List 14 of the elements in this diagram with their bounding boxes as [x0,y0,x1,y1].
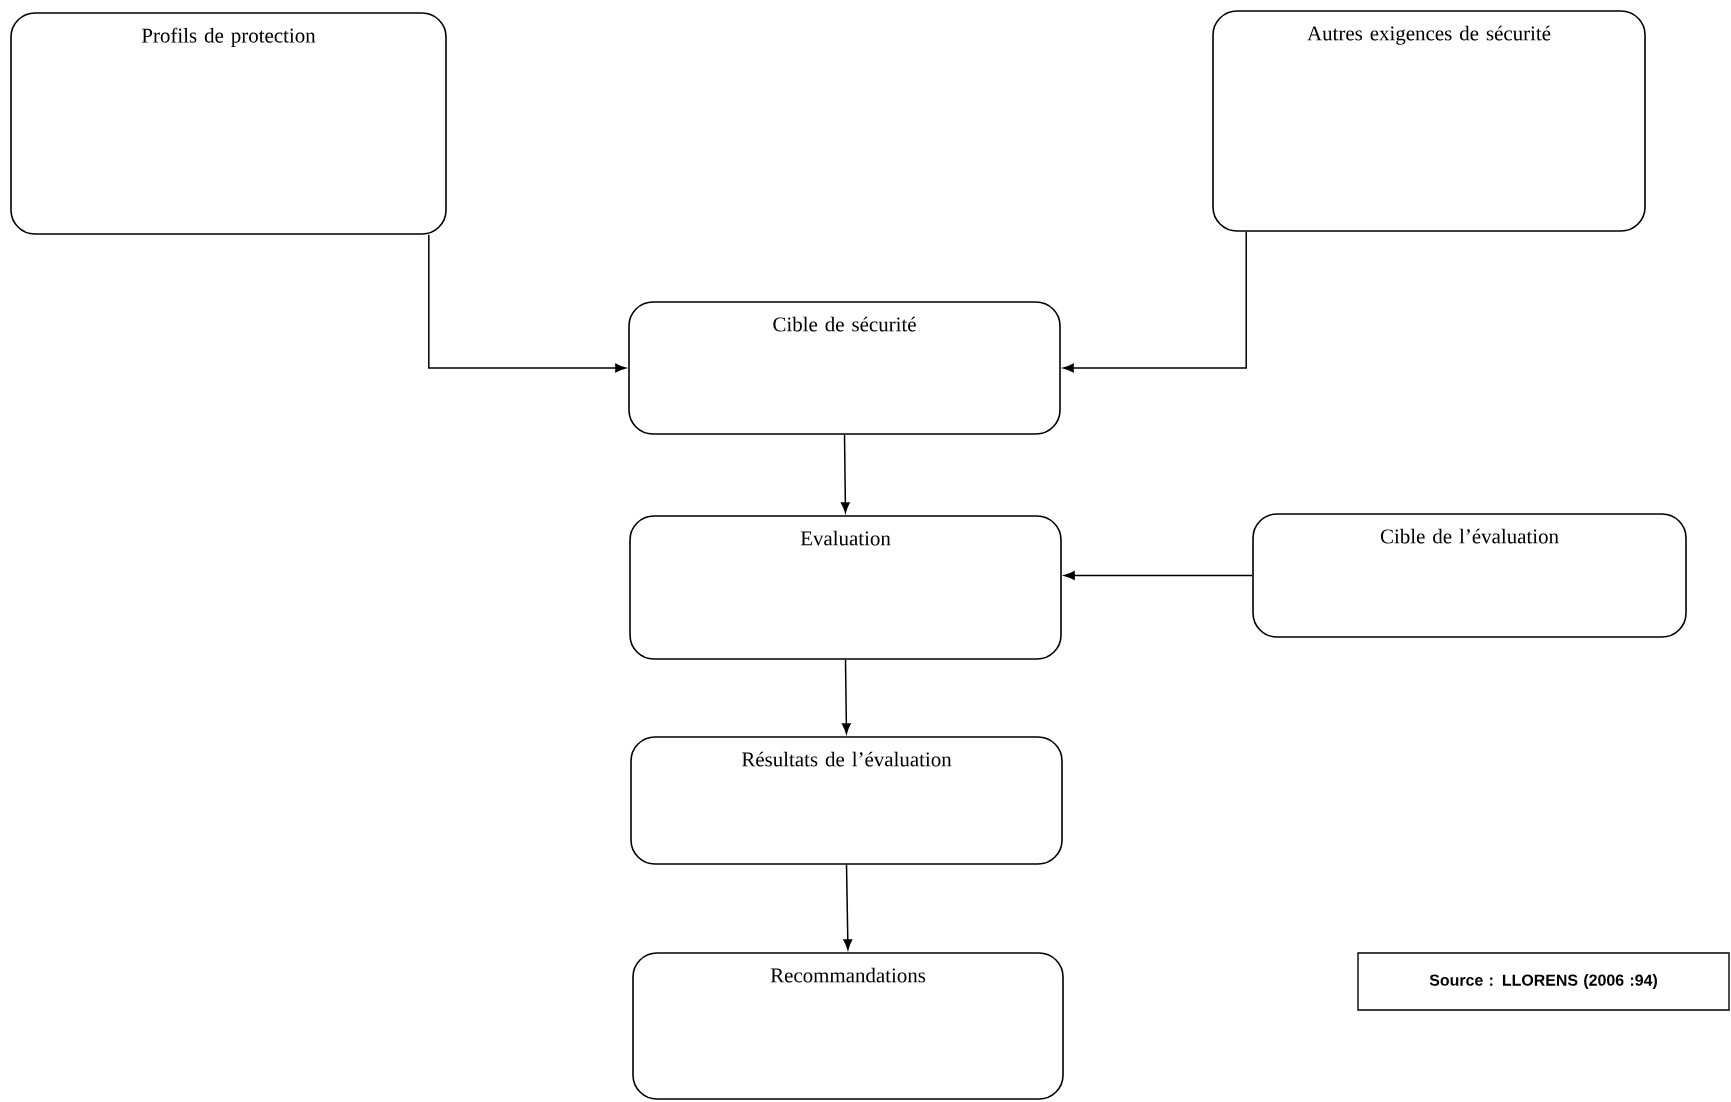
process-box: Cible de l’évaluation [1252,513,1687,638]
arrow [841,659,851,734]
source-box: Source : LLORENS (2006 :94) [1357,952,1730,1011]
process-box: Recommandations [632,952,1064,1100]
arrow [843,864,853,950]
arrow [428,234,626,373]
process-box: Cible de sécurité [628,301,1061,435]
arrow [1063,231,1247,373]
process-box: Résultats de l’évaluation [630,736,1063,865]
arrow [1064,571,1253,580]
arrow [840,434,850,513]
process-box: Profils de protection [10,12,447,235]
process-box: Evaluation [629,515,1062,660]
process-box: Autres exigences de sécurité [1212,10,1646,232]
